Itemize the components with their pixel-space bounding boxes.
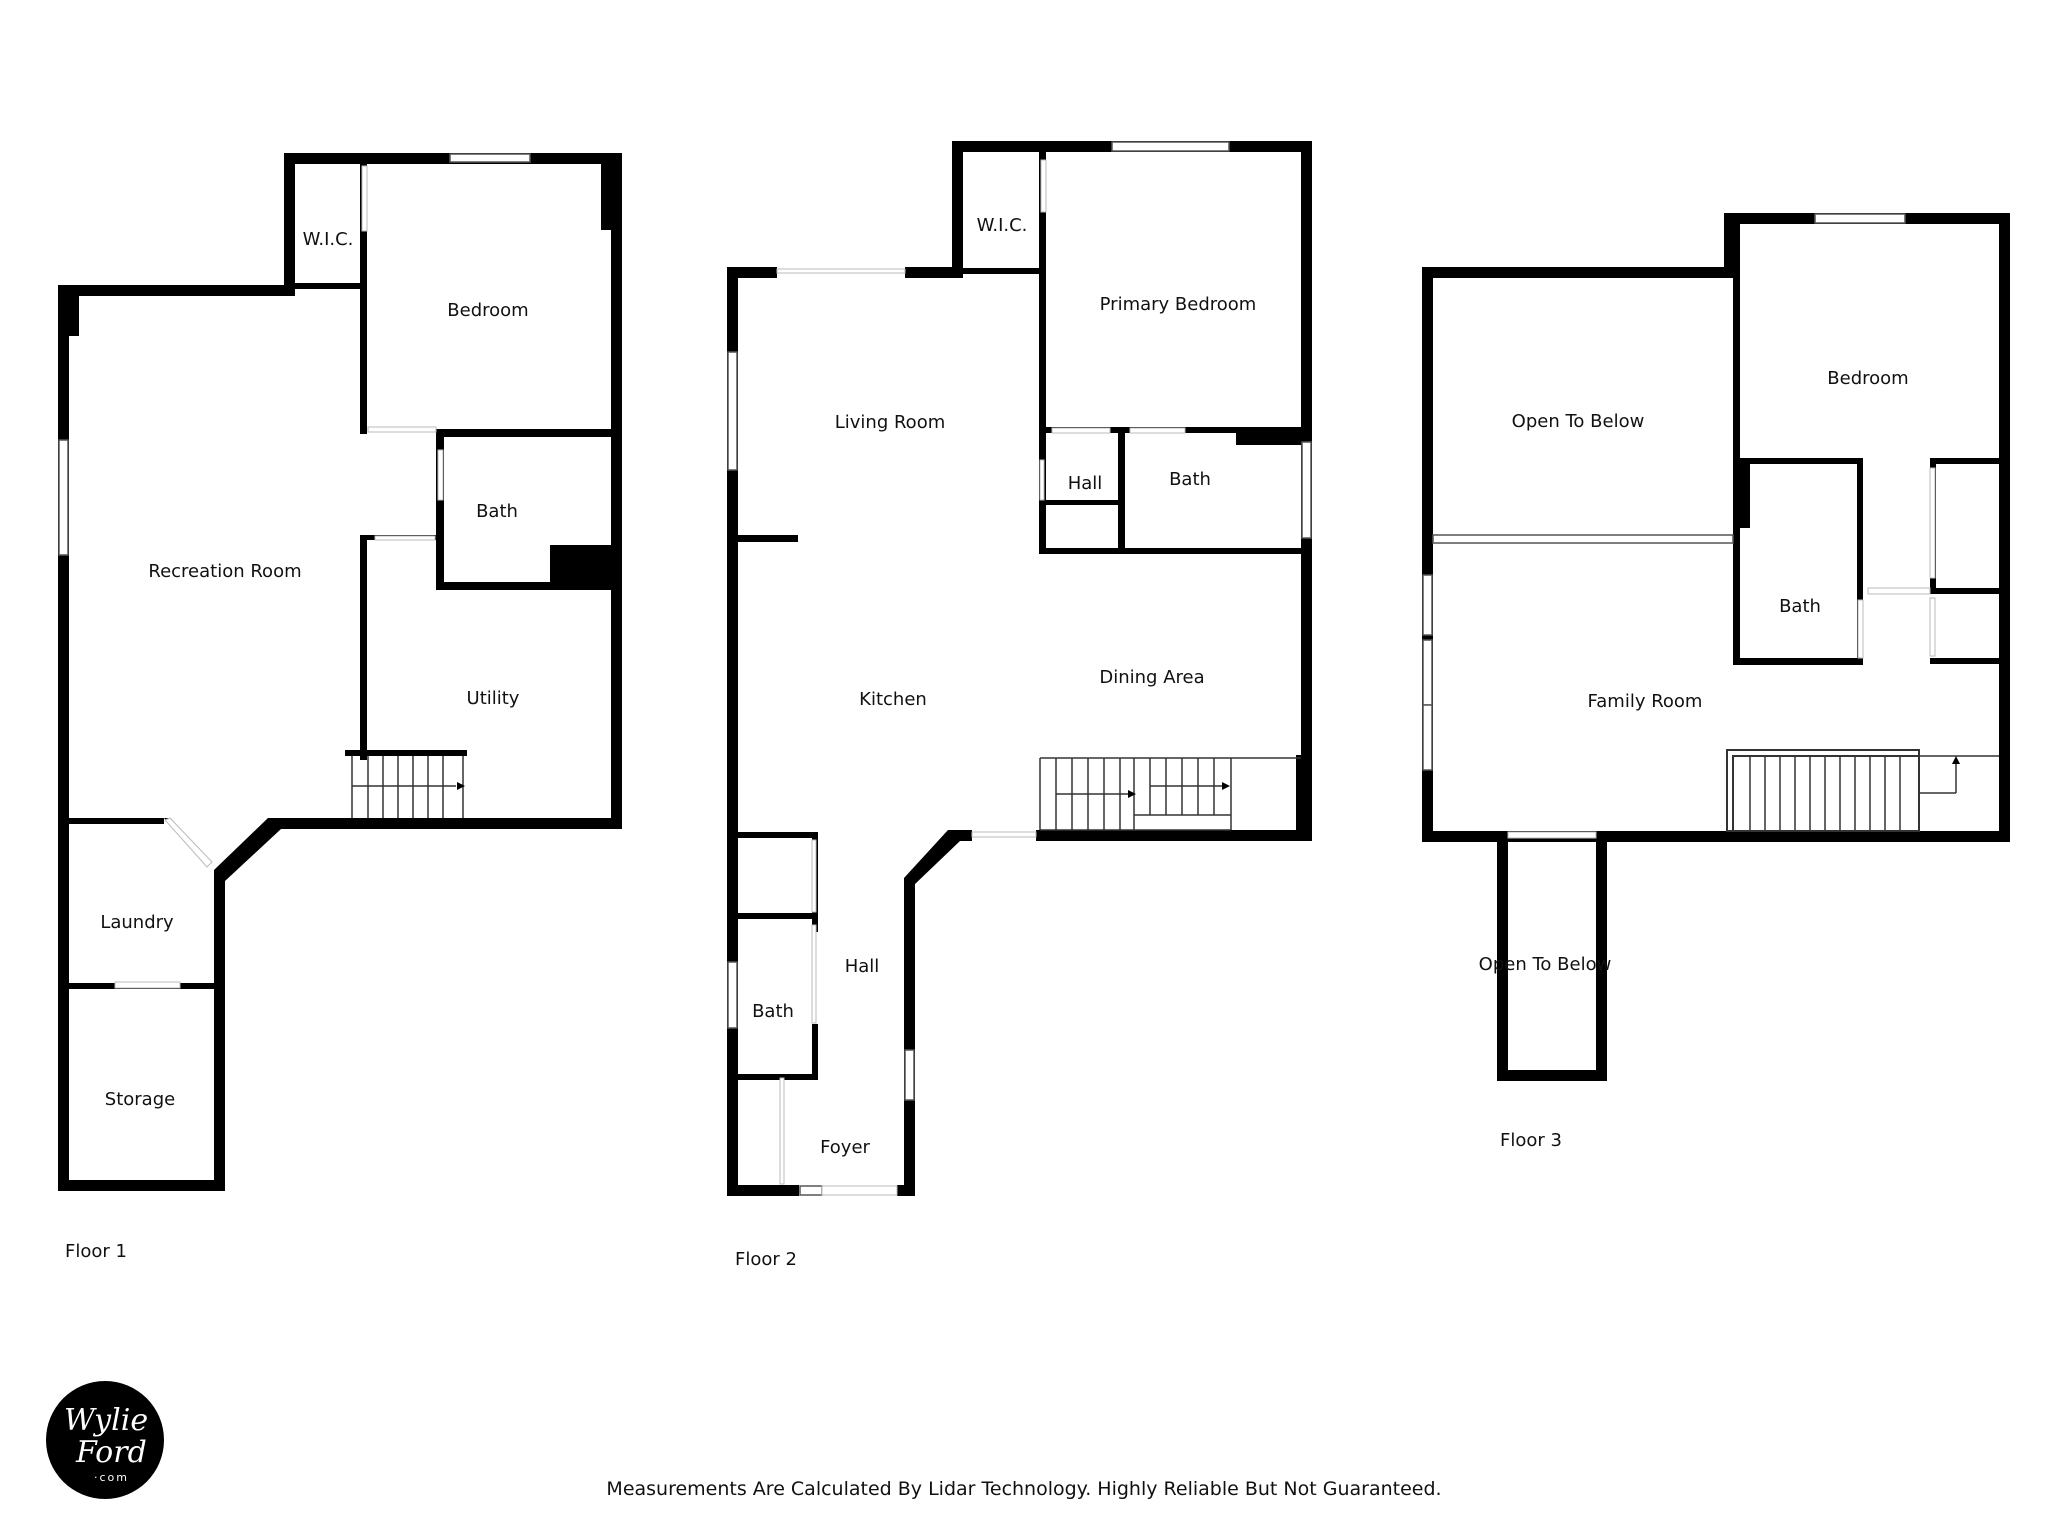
disclaimer-text: Measurements Are Calculated By Lidar Tec…	[606, 1478, 1442, 1500]
room-label-family-room: Family Room	[1588, 691, 1703, 712]
room-label-recreation-room: Recreation Room	[148, 561, 301, 582]
room-label-open-to-below: Open To Below	[1479, 954, 1612, 975]
floor-3-label: Floor 3	[1500, 1130, 1562, 1151]
floor-1-label: Floor 1	[65, 1241, 127, 1262]
floor-1-plan: W.I.C. Bedroom Recreation Room Bath Util…	[58, 153, 622, 1262]
room-label-wic: W.I.C.	[977, 215, 1028, 236]
room-label-open-to-below: Open To Below	[1512, 411, 1645, 432]
room-label-dining-area: Dining Area	[1099, 667, 1204, 688]
logo: Wylie Ford ·com	[46, 1381, 164, 1499]
floor-2-plan: W.I.C. Primary Bedroom Living Room Hall …	[727, 141, 1312, 1270]
floor-2-stairs	[1039, 757, 1301, 831]
floor-1-stairs	[351, 756, 465, 818]
room-label-bedroom: Bedroom	[1827, 368, 1908, 389]
room-label-hall: Hall	[1068, 473, 1103, 494]
room-label-bath: Bath	[1169, 469, 1211, 490]
logo-line-2: Ford	[76, 1435, 147, 1470]
room-label-bedroom: Bedroom	[447, 300, 528, 321]
room-label-bath: Bath	[1779, 596, 1821, 617]
floor-3-plan: Open To Below Bedroom Bath Family Room O…	[1422, 213, 2010, 1151]
room-label-primary-bedroom: Primary Bedroom	[1100, 294, 1257, 315]
room-label-foyer: Foyer	[820, 1137, 870, 1158]
floor-3-stairs	[1726, 749, 1999, 832]
room-label-storage: Storage	[105, 1089, 175, 1110]
floor-2-label: Floor 2	[735, 1249, 797, 1270]
room-label-kitchen: Kitchen	[859, 689, 927, 710]
room-label-hall: Hall	[845, 956, 880, 977]
room-label-utility: Utility	[467, 688, 520, 709]
logo-line-1: Wylie	[64, 1403, 149, 1438]
room-label-living-room: Living Room	[835, 412, 946, 433]
room-label-wic: W.I.C.	[303, 229, 354, 250]
room-label-bath: Bath	[752, 1001, 794, 1022]
room-label-laundry: Laundry	[100, 912, 174, 933]
logo-line-3: ·com	[94, 1471, 129, 1484]
room-label-bath: Bath	[476, 501, 518, 522]
